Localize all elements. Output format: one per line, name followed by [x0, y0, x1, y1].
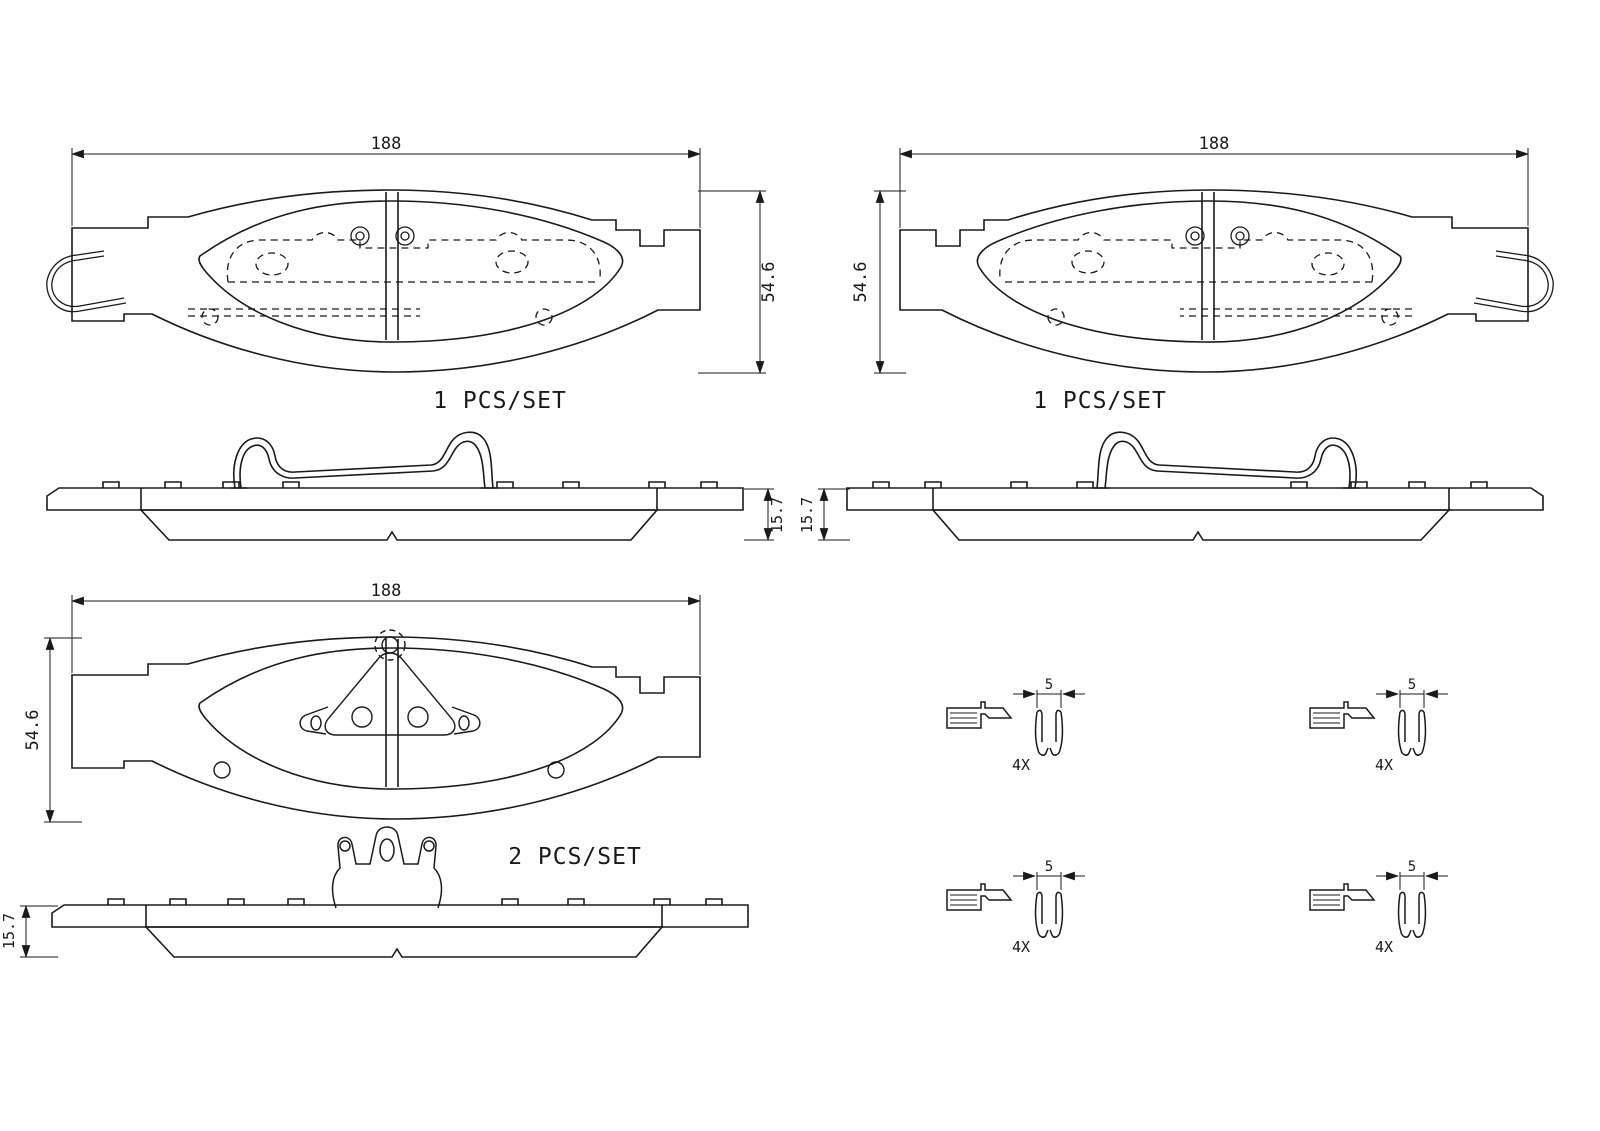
clip-qty-label: 4X — [1375, 938, 1393, 956]
profile-set2 — [846, 481, 1544, 541]
dim-width-set1 — [70, 148, 702, 228]
view-set2-front: 188 54.6 1 PCS/SET — [851, 134, 1554, 414]
dim-width-label-set1: 188 — [371, 134, 402, 154]
sensor-clip — [331, 826, 443, 909]
dim-width-set2 — [898, 148, 1530, 228]
spring-clip-set1 — [230, 431, 498, 489]
hardware-clip-4: 5 4X — [1309, 859, 1448, 956]
pcs-label-set2: 1 PCS/SET — [1033, 388, 1167, 414]
clip-drawing — [1309, 701, 1427, 756]
clip-drawing — [1309, 883, 1427, 938]
view-set3-front: 188 54.6 2 PCS/SET — [23, 581, 702, 870]
pad-detail-set1 — [46, 226, 601, 326]
clip-drawing — [946, 883, 1064, 938]
clip-dim-label: 5 — [1408, 859, 1416, 875]
dim-thickness-set3 — [20, 904, 58, 959]
dim-height-set2 — [874, 189, 906, 375]
dim-height-label-set3: 54.6 — [23, 710, 43, 751]
spring-clip-set2 — [1092, 431, 1360, 489]
hardware-clip-1: 5 4X — [946, 677, 1085, 774]
pad-detail-set2 — [999, 226, 1554, 326]
pad-outline-set1 — [71, 189, 701, 373]
dim-height-set1 — [698, 189, 766, 375]
view-set3-profile: 15.7 — [0, 826, 749, 959]
hardware-clip-3: 5 4X — [946, 859, 1085, 956]
dim-width-label-set2: 188 — [1199, 134, 1230, 154]
dim-thickness-label-set2: 15.7 — [798, 497, 816, 533]
dim-width-set3 — [70, 595, 702, 675]
clip-dim-label: 5 — [1045, 859, 1053, 875]
profile-set1 — [46, 481, 744, 541]
clip-qty-label: 4X — [1012, 756, 1030, 774]
clip-qty-label: 4X — [1012, 938, 1030, 956]
clip-dim-label: 5 — [1408, 677, 1416, 693]
pad-outline-set2 — [899, 189, 1529, 373]
pad-detail-set3 — [213, 629, 565, 779]
profile-set3 — [51, 898, 749, 958]
dim-thickness-label-set1: 15.7 — [768, 497, 786, 533]
pcs-label-set3: 2 PCS/SET — [508, 844, 642, 870]
view-set2-profile: 15.7 — [798, 431, 1544, 542]
dim-thickness-set2 — [818, 487, 850, 542]
view-set1-front: 188 54.6 1 PCS/SET — [46, 134, 779, 414]
dim-thickness-label-set3: 15.7 — [0, 913, 18, 949]
dim-height-set3 — [44, 636, 82, 824]
hardware-clip-2: 5 4X — [1309, 677, 1448, 774]
dim-height-label-set2: 54.6 — [851, 262, 871, 303]
dim-thickness-set1 — [744, 487, 774, 542]
clip-drawing — [946, 701, 1064, 756]
pad-outline-set3 — [71, 636, 701, 820]
view-set1-profile: 15.7 — [46, 431, 786, 542]
dim-width-label-set3: 188 — [371, 581, 402, 601]
clip-dim-label: 5 — [1045, 677, 1053, 693]
clip-qty-label: 4X — [1375, 756, 1393, 774]
dim-height-label-set1: 54.6 — [759, 262, 779, 303]
pcs-label-set1: 1 PCS/SET — [433, 388, 567, 414]
